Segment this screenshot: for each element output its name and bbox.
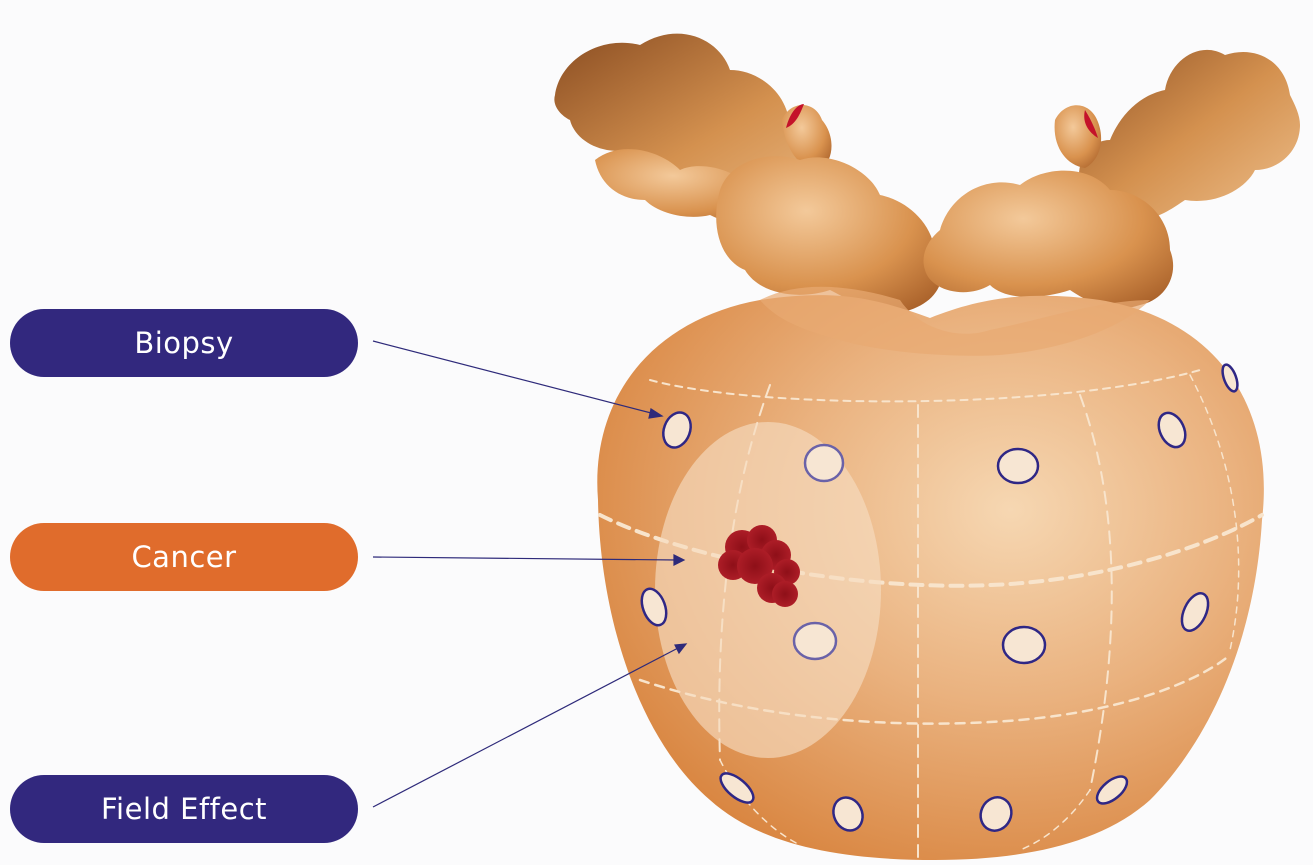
biopsy-callout-line (373, 341, 655, 414)
cancer-label: Cancer (10, 523, 358, 591)
biopsy-core (1003, 627, 1045, 663)
field-effect-label: Field Effect (10, 775, 358, 843)
seminal-vesicle-left (554, 34, 942, 313)
biopsy-core (794, 623, 836, 659)
field-effect-callout-line (373, 647, 680, 807)
biopsy-core (805, 445, 843, 481)
biopsy-core (998, 449, 1038, 483)
seminal-vesicle-right (923, 50, 1300, 308)
biopsy-label: Biopsy (10, 309, 358, 377)
